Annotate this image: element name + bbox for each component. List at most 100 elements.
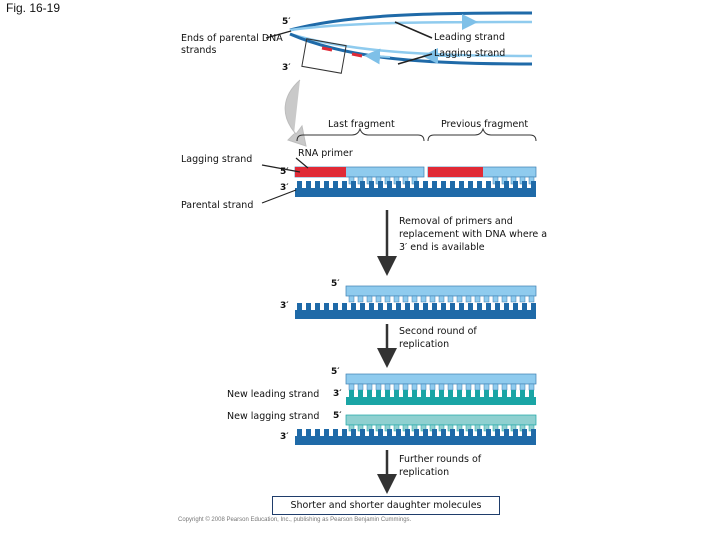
base-tooth — [504, 429, 509, 436]
fragment-panel-strands — [294, 166, 537, 197]
base-tooth — [531, 303, 536, 310]
rna-primer-previous — [428, 167, 483, 177]
base-tooth — [438, 383, 445, 391]
base-tooth — [333, 181, 338, 188]
base-tooth — [447, 383, 454, 391]
base-tooth — [349, 390, 354, 397]
lagging-strand-label-top: Lagging strand — [434, 48, 506, 59]
base-tooth — [468, 429, 473, 436]
base-tooth — [502, 390, 507, 397]
base-tooth — [522, 303, 527, 310]
base-tooth — [396, 303, 401, 310]
base-tooth — [384, 295, 391, 303]
base-tooth — [513, 181, 518, 188]
base-tooth — [366, 295, 373, 303]
base-tooth — [393, 295, 400, 303]
base-tooth — [492, 383, 499, 391]
base-tooth — [306, 429, 311, 436]
base-tooth — [459, 429, 464, 436]
base-tooth — [477, 181, 482, 188]
base-tooth — [423, 429, 428, 436]
base-tooth — [423, 181, 428, 188]
base-tooth — [384, 383, 391, 391]
rna-primer-last — [295, 167, 346, 177]
base-tooth — [528, 295, 535, 303]
base-tooth — [511, 390, 516, 397]
base-tooth — [414, 303, 419, 310]
base-tooth — [369, 429, 374, 436]
base-tooth — [495, 429, 500, 436]
base-tooth — [528, 383, 535, 391]
base-tooth — [351, 303, 356, 310]
base-tooth — [411, 295, 418, 303]
base-tooth — [483, 383, 490, 391]
base-tooth — [531, 429, 536, 436]
base-tooth — [504, 181, 509, 188]
step-second-round-text: Second round of replication — [399, 326, 477, 350]
base-tooth — [448, 390, 453, 397]
removal-panel-strands — [295, 285, 537, 319]
base-tooth — [495, 303, 500, 310]
base-tooth — [513, 303, 518, 310]
base-tooth — [423, 303, 428, 310]
base-tooth — [324, 303, 329, 310]
base-tooth — [376, 390, 381, 397]
base-tooth — [366, 383, 373, 391]
base-tooth — [520, 390, 525, 397]
base-tooth — [432, 429, 437, 436]
base-tooth — [486, 181, 491, 188]
base-tooth — [412, 390, 417, 397]
base-tooth — [387, 181, 392, 188]
base-tooth — [414, 181, 419, 188]
base-tooth — [430, 390, 435, 397]
new-leading-strand-label: New leading strand — [227, 389, 320, 400]
base-tooth — [306, 181, 311, 188]
base-tooth — [501, 295, 508, 303]
base-tooth — [351, 181, 356, 188]
base-tooth — [385, 390, 390, 397]
base-tooth — [510, 295, 517, 303]
base-tooth — [342, 303, 347, 310]
base-tooth — [405, 429, 410, 436]
base-tooth — [465, 383, 472, 391]
base-tooth — [486, 303, 491, 310]
base-tooth — [360, 181, 365, 188]
rna-primer-label: RNA primer — [298, 148, 353, 159]
base-tooth — [306, 303, 311, 310]
zoom-arrow — [284, 79, 307, 147]
base-tooth — [396, 181, 401, 188]
step-further-rounds-text: Further rounds of replication — [399, 454, 482, 478]
base-tooth — [450, 429, 455, 436]
base-tooth — [510, 383, 517, 391]
base-tooth — [522, 181, 527, 188]
base-tooth — [358, 390, 363, 397]
base-tooth — [403, 390, 408, 397]
base-tooth — [387, 303, 392, 310]
base-tooth — [405, 181, 410, 188]
result-box: Shorter and shorter daughter molecules — [272, 496, 500, 515]
base-tooth — [519, 295, 526, 303]
base-tooth — [432, 181, 437, 188]
base-tooth — [411, 383, 418, 391]
base-tooth — [468, 303, 473, 310]
base-tooth — [315, 429, 320, 436]
base-tooth — [421, 390, 426, 397]
base-tooth — [432, 303, 437, 310]
base-tooth — [438, 295, 445, 303]
base-tooth — [450, 181, 455, 188]
second-round-five-prime-lagging: 5′ — [333, 411, 342, 421]
base-tooth — [459, 303, 464, 310]
base-tooth — [420, 383, 427, 391]
base-tooth — [324, 181, 329, 188]
base-tooth — [465, 295, 472, 303]
base-tooth — [450, 303, 455, 310]
base-tooth — [402, 383, 409, 391]
base-tooth — [504, 303, 509, 310]
base-tooth — [348, 295, 355, 303]
base-tooth — [456, 383, 463, 391]
base-tooth — [475, 390, 480, 397]
second-round-panel-strands — [295, 373, 537, 445]
base-tooth — [394, 390, 399, 397]
copyright-text: Copyright © 2008 Pearson Education, Inc.… — [178, 517, 412, 523]
